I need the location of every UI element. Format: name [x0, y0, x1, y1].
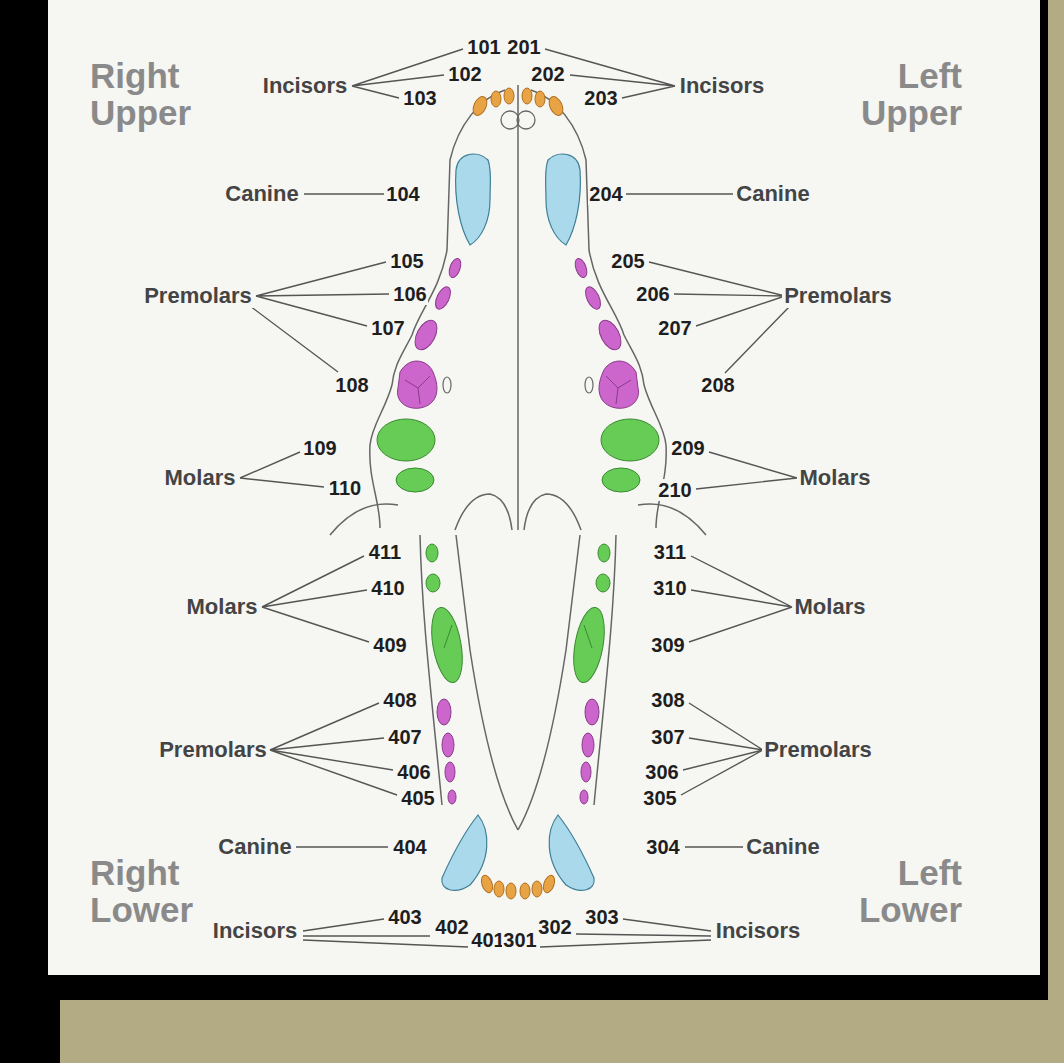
- tooth-number: 306: [644, 761, 679, 783]
- tooth-group-label: Premolars: [762, 738, 874, 762]
- tooth-number: 102: [447, 63, 482, 85]
- tooth-number: 103: [402, 87, 437, 109]
- quadrant-label: Right Lower: [90, 855, 193, 929]
- tooth-number: 401: [470, 929, 505, 951]
- panel: [48, 0, 1040, 975]
- jaw-half: [517, 88, 706, 899]
- quadrant-label: Left Lower: [859, 855, 962, 929]
- tooth-number: 101: [466, 36, 501, 58]
- quadrant-label: Left Upper: [861, 58, 962, 132]
- tooth-number: 203: [583, 87, 618, 109]
- tooth-number: 202: [530, 63, 565, 85]
- tooth-number: 106: [392, 283, 427, 305]
- tooth-group-label: Molars: [798, 466, 873, 490]
- tooth-number: 309: [650, 634, 685, 656]
- tooth-number: 406: [396, 761, 431, 783]
- midline: [517, 85, 519, 530]
- tooth-number: 201: [506, 36, 541, 58]
- tooth-number: 207: [657, 317, 692, 339]
- tooth-number: 204: [588, 183, 623, 205]
- tooth-group-label: Canine: [734, 182, 811, 206]
- tooth-number: 407: [387, 726, 422, 748]
- tooth-number: 206: [635, 283, 670, 305]
- tooth-number: 105: [389, 250, 424, 272]
- tooth-number: 107: [370, 317, 405, 339]
- tooth-number: 409: [372, 634, 407, 656]
- leader-lines: [240, 49, 797, 947]
- tooth-group-label: Incisors: [714, 919, 802, 943]
- tooth-number: 408: [382, 689, 417, 711]
- frame-shadow: [0, 0, 1048, 1000]
- tooth-number: 208: [700, 374, 735, 396]
- tooth-number: 403: [387, 906, 422, 928]
- tooth-group-label: Canine: [216, 835, 293, 859]
- tooth-group-label: Molars: [185, 595, 260, 619]
- tooth-group-label: Canine: [744, 835, 821, 859]
- tooth-group-label: Molars: [793, 595, 868, 619]
- quadrant-label: Right Upper: [90, 58, 191, 132]
- tooth-group-label: Molars: [163, 466, 238, 490]
- tooth-number: 310: [652, 577, 687, 599]
- tooth-number: 410: [370, 577, 405, 599]
- tooth-number: 308: [650, 689, 685, 711]
- tooth-group-label: Canine: [223, 182, 300, 206]
- tooth-number: 402: [434, 916, 469, 938]
- tooth-number: 209: [670, 437, 705, 459]
- tooth-number: 210: [657, 479, 692, 501]
- tooth-number: 307: [650, 726, 685, 748]
- tooth-number: 411: [368, 541, 402, 563]
- tooth-number: 205: [610, 250, 645, 272]
- tooth-number: 109: [302, 437, 337, 459]
- tooth-number: 305: [642, 787, 677, 809]
- tooth-number: 311: [653, 541, 687, 563]
- tooth-number: 404: [392, 836, 427, 858]
- tooth-number: 302: [537, 916, 572, 938]
- tooth-number: 405: [400, 787, 435, 809]
- tooth-number: 110: [328, 477, 362, 499]
- tooth-group-label: Premolars: [782, 284, 894, 308]
- tooth-number: 104: [385, 183, 420, 205]
- tooth-group-label: Premolars: [142, 284, 254, 308]
- tooth-group-label: Premolars: [157, 738, 269, 762]
- tooth-group-label: Incisors: [678, 74, 766, 98]
- tooth-number: 301: [502, 929, 537, 951]
- tooth-number: 303: [584, 906, 619, 928]
- tooth-group-label: Incisors: [261, 74, 349, 98]
- tooth-number: 304: [645, 836, 680, 858]
- tooth-group-label: Incisors: [211, 919, 299, 943]
- tooth-number: 108: [334, 374, 369, 396]
